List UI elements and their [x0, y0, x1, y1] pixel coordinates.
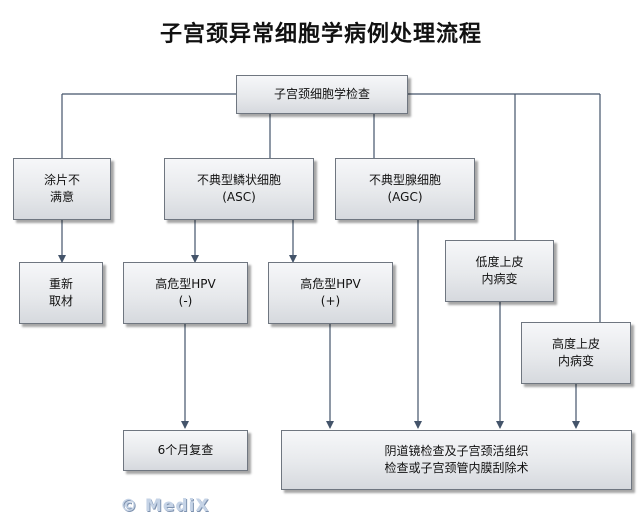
- node-text-line: (-): [178, 294, 193, 308]
- node-text-line: (AGC): [387, 190, 423, 204]
- node-text-line: 满意: [49, 190, 74, 204]
- node-text-line: 不典型鳞状细胞: [196, 173, 281, 187]
- node-text-line: 检查或子宫颈管内膜刮除术: [384, 461, 529, 475]
- node-text-line: 高度上皮: [551, 337, 600, 351]
- node-cytology-exam: 子宫颈细胞学检查: [236, 75, 408, 114]
- node-text-line: (+): [320, 294, 341, 308]
- node-lsil: 低度上皮内病变: [445, 240, 554, 302]
- node-text-line: (ASC): [222, 190, 256, 204]
- node-text-line: 取材: [48, 294, 73, 308]
- diagram-title: 子宫颈异常细胞学病例处理流程: [159, 21, 482, 47]
- node-text-line: 6个月复查: [157, 443, 214, 457]
- node-unsatisfactory-smear: 涂片不满意: [13, 158, 111, 220]
- node-hsil: 高度上皮内病变: [521, 322, 631, 384]
- node-text-line: 阴道镜检查及子宫颈活组织: [384, 444, 529, 458]
- node-agc: 不典型腺细胞 (AGC): [335, 158, 475, 220]
- node-hpv-negative: 高危型HPV (-): [123, 262, 248, 324]
- node-resample: 重新取材: [19, 262, 103, 324]
- node-colposcopy-biopsy: 阴道镜检查及子宫颈活组织检查或子宫颈管内膜刮除术: [281, 430, 632, 490]
- node-text-line: 高危型HPV: [300, 277, 361, 291]
- node-text-line: 内病变: [557, 354, 594, 368]
- node-recheck-6-months: 6个月复查: [123, 430, 248, 471]
- node-text-line: 内病变: [481, 272, 518, 286]
- node-hpv-positive: 高危型HPV (+): [268, 262, 393, 324]
- medix-watermark-logo: © MediX: [120, 496, 210, 516]
- node-text-line: 涂片不: [43, 173, 80, 187]
- node-asc: 不典型鳞状细胞 (ASC): [164, 158, 314, 220]
- node-text-line: 不典型腺细胞: [368, 173, 441, 187]
- node-text-line: 低度上皮: [475, 255, 524, 269]
- node-text-line: 子宫颈细胞学检查: [273, 87, 370, 101]
- node-text-line: 高危型HPV: [155, 277, 216, 291]
- node-text-line: 重新: [48, 277, 73, 291]
